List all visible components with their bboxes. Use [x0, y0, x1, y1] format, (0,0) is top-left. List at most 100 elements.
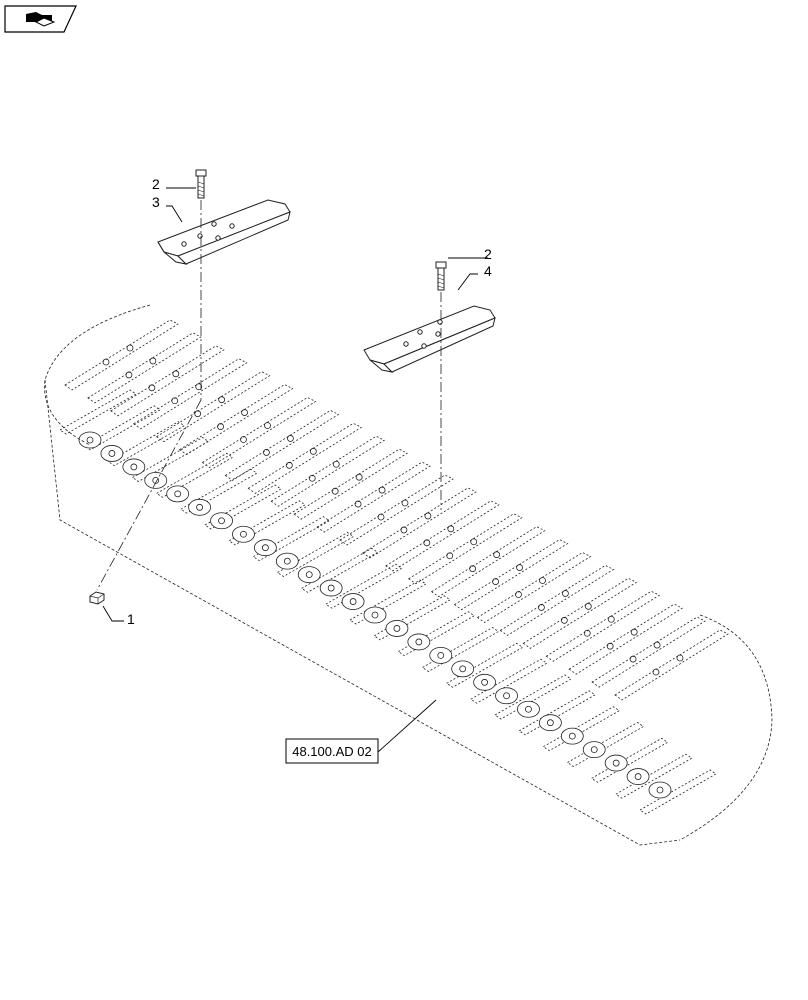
track-grouser-upper: [430, 526, 546, 598]
track-grouser-lower: [180, 468, 258, 514]
track-chain-link: [517, 700, 540, 718]
track-chain-pin: [349, 598, 357, 605]
track-bolt-hole: [287, 435, 294, 442]
track-bolt-hole: [308, 474, 316, 482]
track-grouser-lower: [373, 595, 451, 641]
track-bolt-hole: [217, 423, 224, 430]
rubber-track-assembly: [44, 304, 773, 846]
track-chain-pin: [503, 692, 510, 700]
track-grouser-lower: [566, 722, 645, 767]
track-chain-pin: [130, 463, 138, 471]
track-bolt-hole: [148, 384, 156, 392]
track-chain-pin: [305, 571, 313, 579]
callout-nut: 1: [127, 611, 135, 627]
track-bolt-hole: [149, 357, 157, 365]
track-chain-link: [232, 525, 255, 543]
track-grouser-upper: [64, 319, 179, 391]
track-chain-link: [188, 498, 212, 516]
track-end-left: [44, 304, 151, 446]
track-bolt-hole: [538, 604, 545, 611]
track-chain-pin: [240, 530, 247, 538]
track-grouser-lower: [300, 547, 379, 593]
track-chain-link: [144, 471, 168, 489]
track-grouser-lower: [349, 579, 427, 625]
track-bolt-hole: [401, 499, 409, 507]
track-bolt-hole: [171, 397, 179, 405]
track-chain-link: [604, 754, 628, 772]
track-chain-link: [78, 431, 102, 449]
callout-shoe-upper: 3: [152, 194, 160, 210]
track-chain-link: [297, 566, 321, 584]
track-chain-pin: [437, 651, 445, 659]
track-chain-link: [582, 741, 606, 759]
track-grouser-upper: [545, 590, 661, 662]
nav-button[interactable]: [4, 5, 77, 33]
reference-link[interactable]: 48.100.AD 02: [285, 738, 379, 764]
track-bolt-hole: [446, 552, 454, 560]
track-chain-pin: [218, 517, 225, 525]
track-chain-pin: [634, 773, 642, 780]
track-grouser-upper: [522, 577, 638, 649]
track-bolt-hole: [309, 447, 317, 455]
track-grouser-upper: [476, 552, 592, 623]
track-bolt-hole: [423, 539, 431, 547]
track-chain-link: [429, 646, 453, 664]
track-chain-pin: [656, 786, 664, 794]
track-bolt-hole: [652, 668, 660, 676]
track-chain-pin: [568, 732, 576, 740]
track-chain-pin: [327, 584, 335, 592]
track-bolt-hole: [378, 486, 386, 494]
track-grouser-upper: [453, 539, 569, 611]
track-grouser-lower: [639, 769, 717, 815]
callout-bolt-upper: 2: [152, 176, 160, 192]
track-grouser-upper: [178, 384, 294, 456]
track-bolt-hole: [355, 473, 363, 481]
track-chain-pin: [459, 665, 467, 673]
track-grouser-upper: [499, 564, 615, 636]
track-grouser-upper: [385, 500, 500, 572]
track-bolt-hole: [194, 410, 202, 418]
track-bolt-hole: [630, 628, 638, 636]
track-bolt-hole: [263, 449, 270, 456]
track-chain-pin: [415, 638, 423, 646]
reference-label[interactable]: 48.100.AD 02: [292, 744, 372, 759]
track-grouser-lower: [470, 658, 548, 704]
track-bolt-hole: [126, 344, 134, 352]
assembly-centerlines: [96, 200, 442, 591]
track-bolt-hole: [241, 409, 248, 416]
track-chain-link: [341, 593, 365, 610]
track-bolt-hole: [447, 525, 455, 533]
track-shoe-right: [363, 305, 496, 373]
track-bolt-hole: [400, 526, 408, 534]
track-chain-link: [166, 485, 190, 503]
track-grouser-upper: [133, 358, 248, 430]
track-chain-link: [253, 539, 277, 557]
track-chain-link: [100, 445, 124, 462]
track-chain-link: [648, 781, 672, 799]
track-grouser-upper: [408, 513, 523, 585]
track-grouser-upper: [316, 461, 431, 533]
track-chain-link: [122, 458, 146, 476]
track-grouser-lower: [518, 690, 596, 736]
track-bolt-hole: [492, 578, 499, 585]
track-bolt-hole: [516, 564, 523, 571]
track-bolt-hole: [424, 512, 432, 520]
track-chain-link: [363, 606, 387, 624]
track-grouser-upper: [224, 409, 340, 481]
track-bolt-hole: [218, 396, 226, 404]
track-bolt-hole: [125, 371, 133, 379]
track-chain-link: [275, 552, 299, 570]
track-grouser-upper: [110, 345, 225, 417]
track-grouser-upper: [201, 397, 317, 468]
track-chain-link: [407, 633, 431, 651]
track-bolt-hole: [583, 629, 591, 637]
track-chain-pin: [393, 625, 401, 632]
track-grouser-upper: [155, 371, 271, 443]
track-chain-link: [538, 714, 562, 732]
callout-shoe-right: 4: [484, 263, 492, 279]
track-bolt-hole: [331, 487, 339, 495]
track-bolt-hole: [560, 616, 568, 624]
track-grouser-upper: [591, 616, 706, 688]
track-grouser-lower: [228, 500, 306, 546]
track-chain-pin: [612, 759, 620, 767]
